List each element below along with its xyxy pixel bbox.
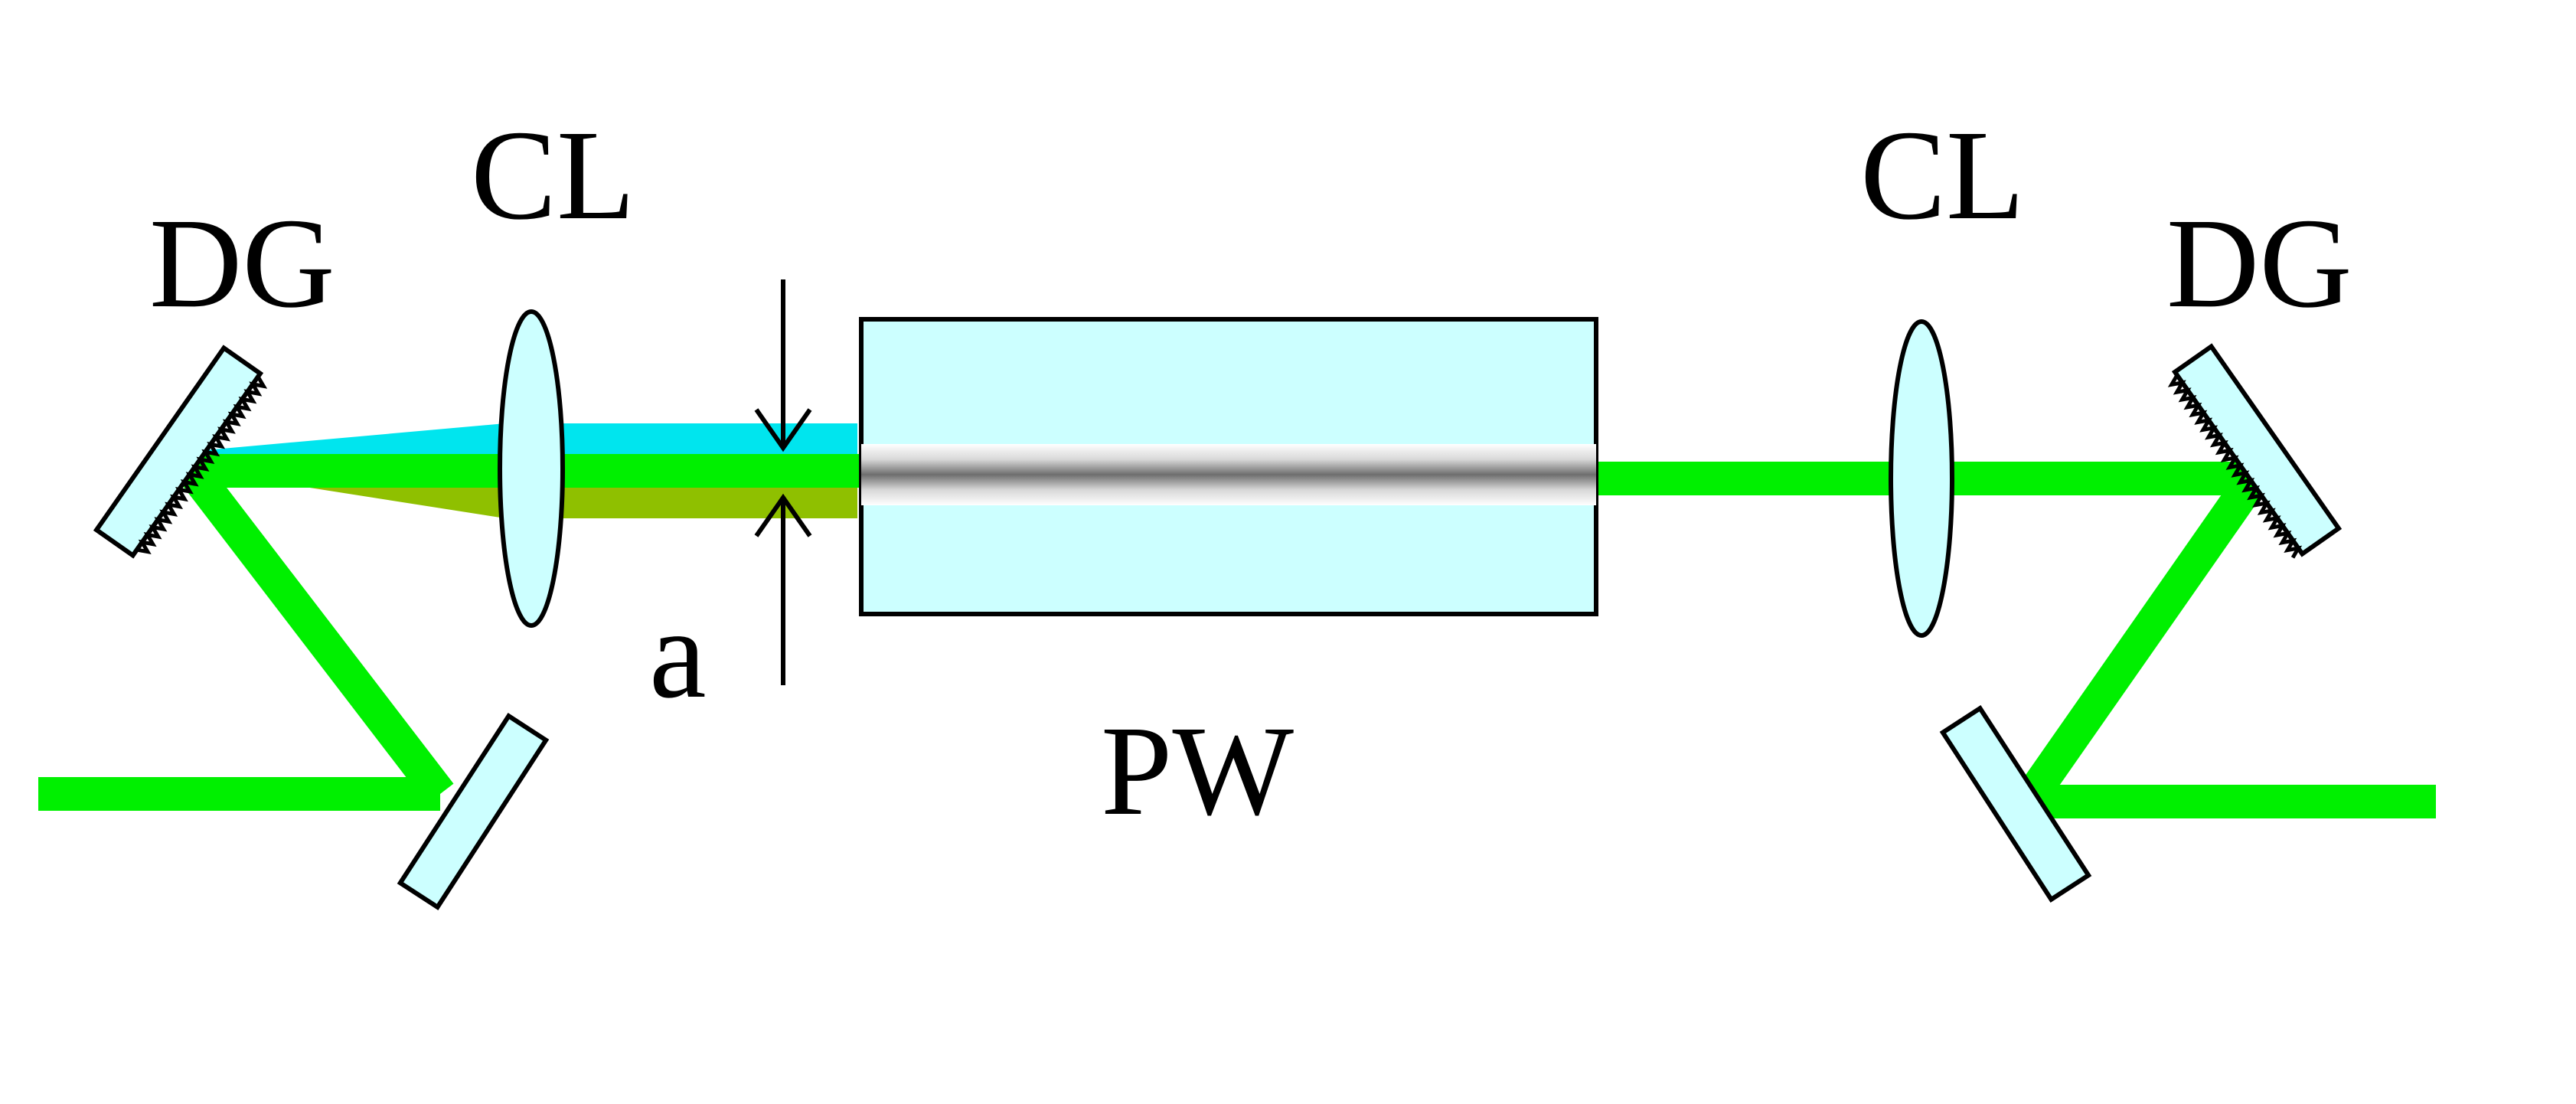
diffraction-grating-left [93,345,268,559]
beam-mirror-to-grating-left [170,449,454,805]
grating-teeth-left [136,375,268,555]
folding-mirror-right [1939,705,2092,903]
label-cl-left: CL [471,104,635,247]
label-cl-right: CL [1860,104,2025,247]
beam-grating-to-mirror-right [2014,472,2265,810]
folding-mirror-left [397,713,550,910]
grating-teeth-right [2167,374,2303,559]
label-a: a [649,583,707,725]
cylindrical-lens-left [498,309,565,628]
thickness-indicator [754,279,812,685]
waveguide-core [861,444,1596,505]
label-dg-left: DG [149,192,335,335]
diffraction-grating-right [2167,343,2343,559]
cylindrical-lens-right [1889,319,1954,638]
label-dg-right: DG [2166,192,2352,335]
label-pw: PW [1101,700,1294,842]
